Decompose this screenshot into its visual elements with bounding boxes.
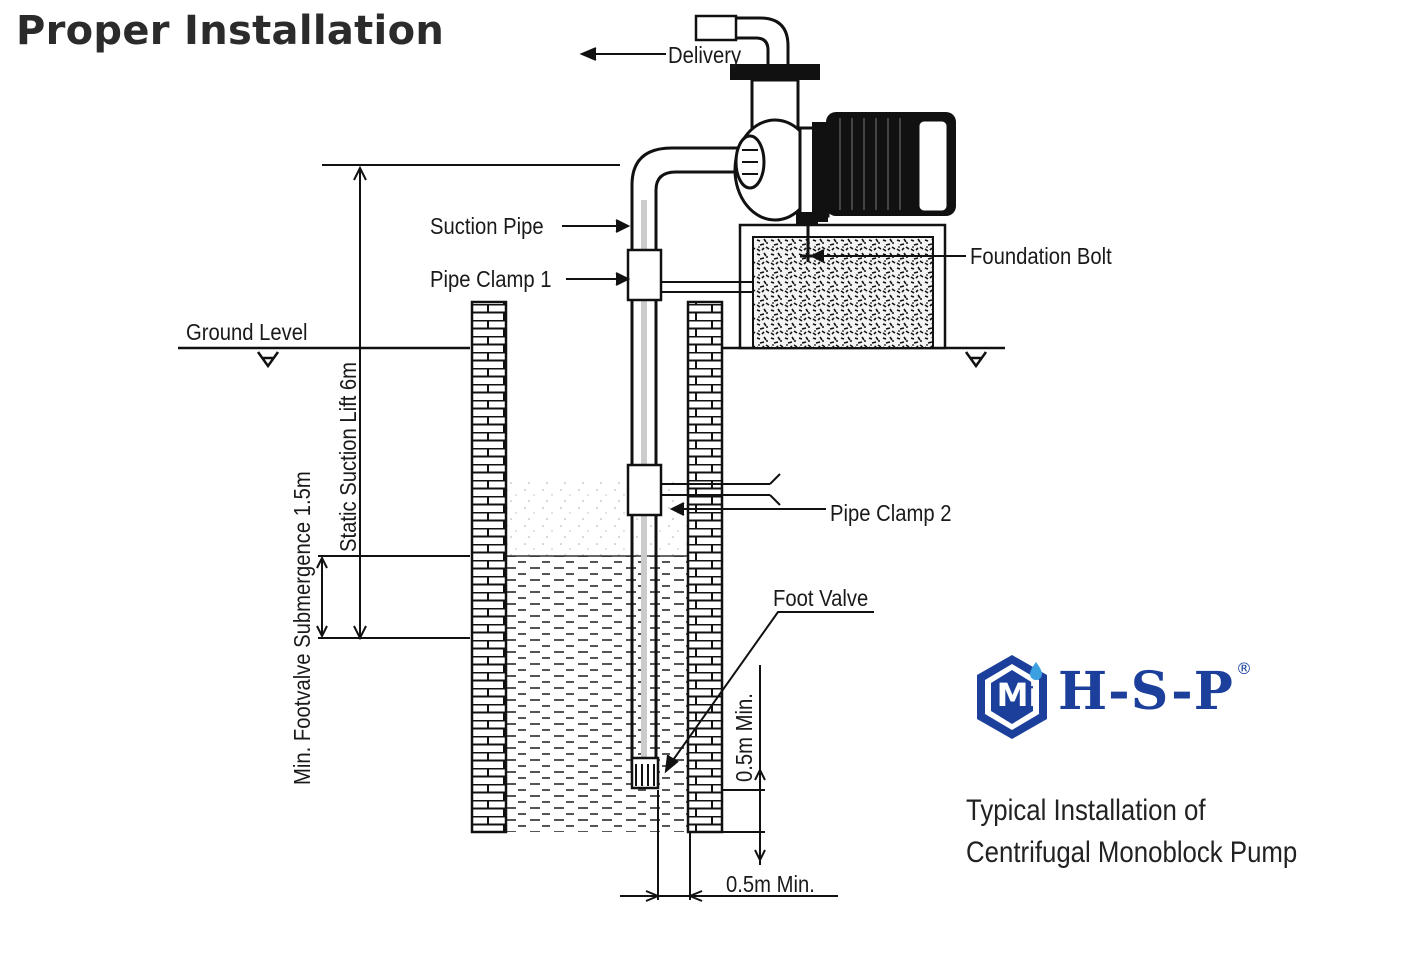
- dimension-lines: [316, 164, 838, 902]
- label-suction-pipe: Suction Pipe: [430, 213, 544, 240]
- page-title: Proper Installation: [16, 8, 445, 54]
- label-ground-level: Ground Level: [186, 319, 307, 346]
- caption-line-1: Typical Installation of: [966, 794, 1206, 827]
- water-body: [506, 556, 688, 832]
- leader-lines: [562, 47, 966, 774]
- foot-valve: [630, 756, 660, 790]
- label-pipe-clamp-1: Pipe Clamp 1: [430, 266, 551, 293]
- label-static-suction-lift: Static Suction Lift 6m: [335, 362, 362, 552]
- label-clearance-bottom: 0.5m Min.: [726, 871, 815, 898]
- label-delivery: Delivery: [668, 42, 741, 69]
- label-foot-valve: Foot Valve: [773, 585, 868, 612]
- pipe-clamp-1: [626, 248, 753, 302]
- pump-assembly: [694, 14, 956, 262]
- pipe-clamp-2: [626, 463, 781, 517]
- label-foundation-bolt: Foundation Bolt: [970, 243, 1112, 270]
- well-wall-left: [470, 300, 508, 834]
- brand-mark: Mi: [996, 676, 1040, 714]
- brand-logo-icon: [977, 655, 1047, 739]
- label-pipe-clamp-2: Pipe Clamp 2: [830, 500, 951, 527]
- registered-mark: ®: [1236, 659, 1252, 678]
- caption-line-2: Centrifugal Monoblock Pump: [966, 836, 1298, 869]
- brand-name: H-S-P: [1058, 661, 1234, 722]
- foundation-block: [738, 223, 947, 350]
- label-clearance-side: 0.5m Min.: [731, 693, 758, 782]
- ground-level-line: [178, 346, 1005, 369]
- well-wall-right: [686, 300, 724, 834]
- label-min-submergence: Min. Footvalve Submergence 1.5m: [289, 471, 316, 785]
